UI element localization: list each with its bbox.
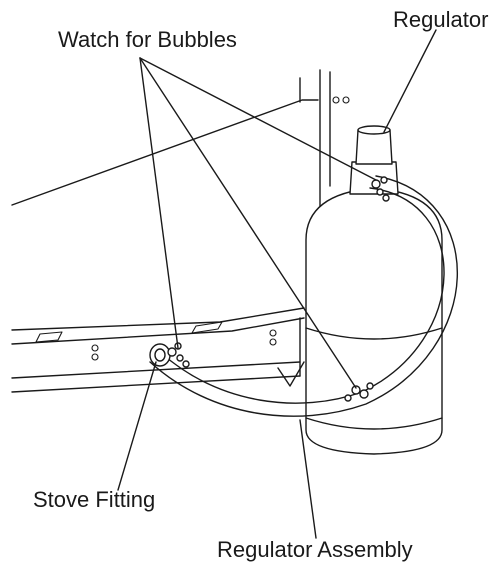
- label-stove-fitting: Stove Fitting: [33, 487, 155, 512]
- bolt-icon: [269, 338, 277, 346]
- bolt-icon: [91, 344, 99, 352]
- leader-lines: [117, 29, 437, 539]
- label-watch-for-bubbles: Watch for Bubbles: [58, 27, 237, 52]
- label-regulator: Regulator: [393, 7, 488, 32]
- stove-body: [11, 69, 350, 393]
- label-regulator-assembly: Regulator Assembly: [217, 537, 413, 562]
- regulator-hose: [149, 175, 458, 417]
- bolt-icon: [342, 96, 350, 104]
- bolt-icon: [269, 329, 277, 337]
- bolt-icon: [91, 353, 99, 361]
- bolt-icon: [332, 96, 340, 104]
- stove-fitting: [149, 343, 171, 367]
- propane-tank: [305, 125, 443, 455]
